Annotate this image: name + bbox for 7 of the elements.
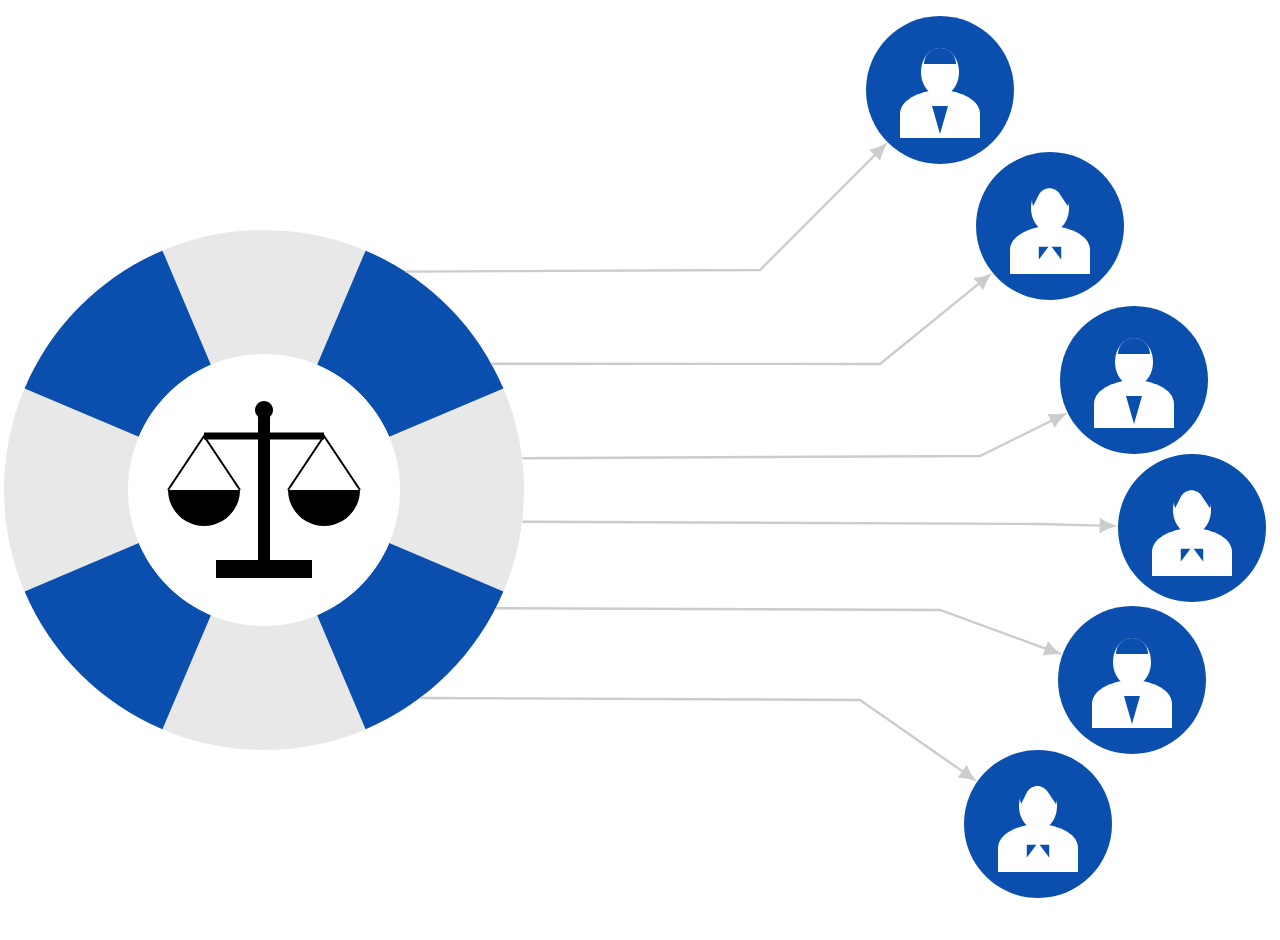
- person-icon: [964, 749, 1112, 898]
- lifebuoy-drawing: [4, 229, 524, 750]
- person-icon: [1058, 605, 1206, 754]
- person-icon: [1118, 453, 1266, 602]
- person-icon: [976, 151, 1124, 300]
- person-icon: [866, 16, 1014, 164]
- person-icon: [1060, 305, 1208, 454]
